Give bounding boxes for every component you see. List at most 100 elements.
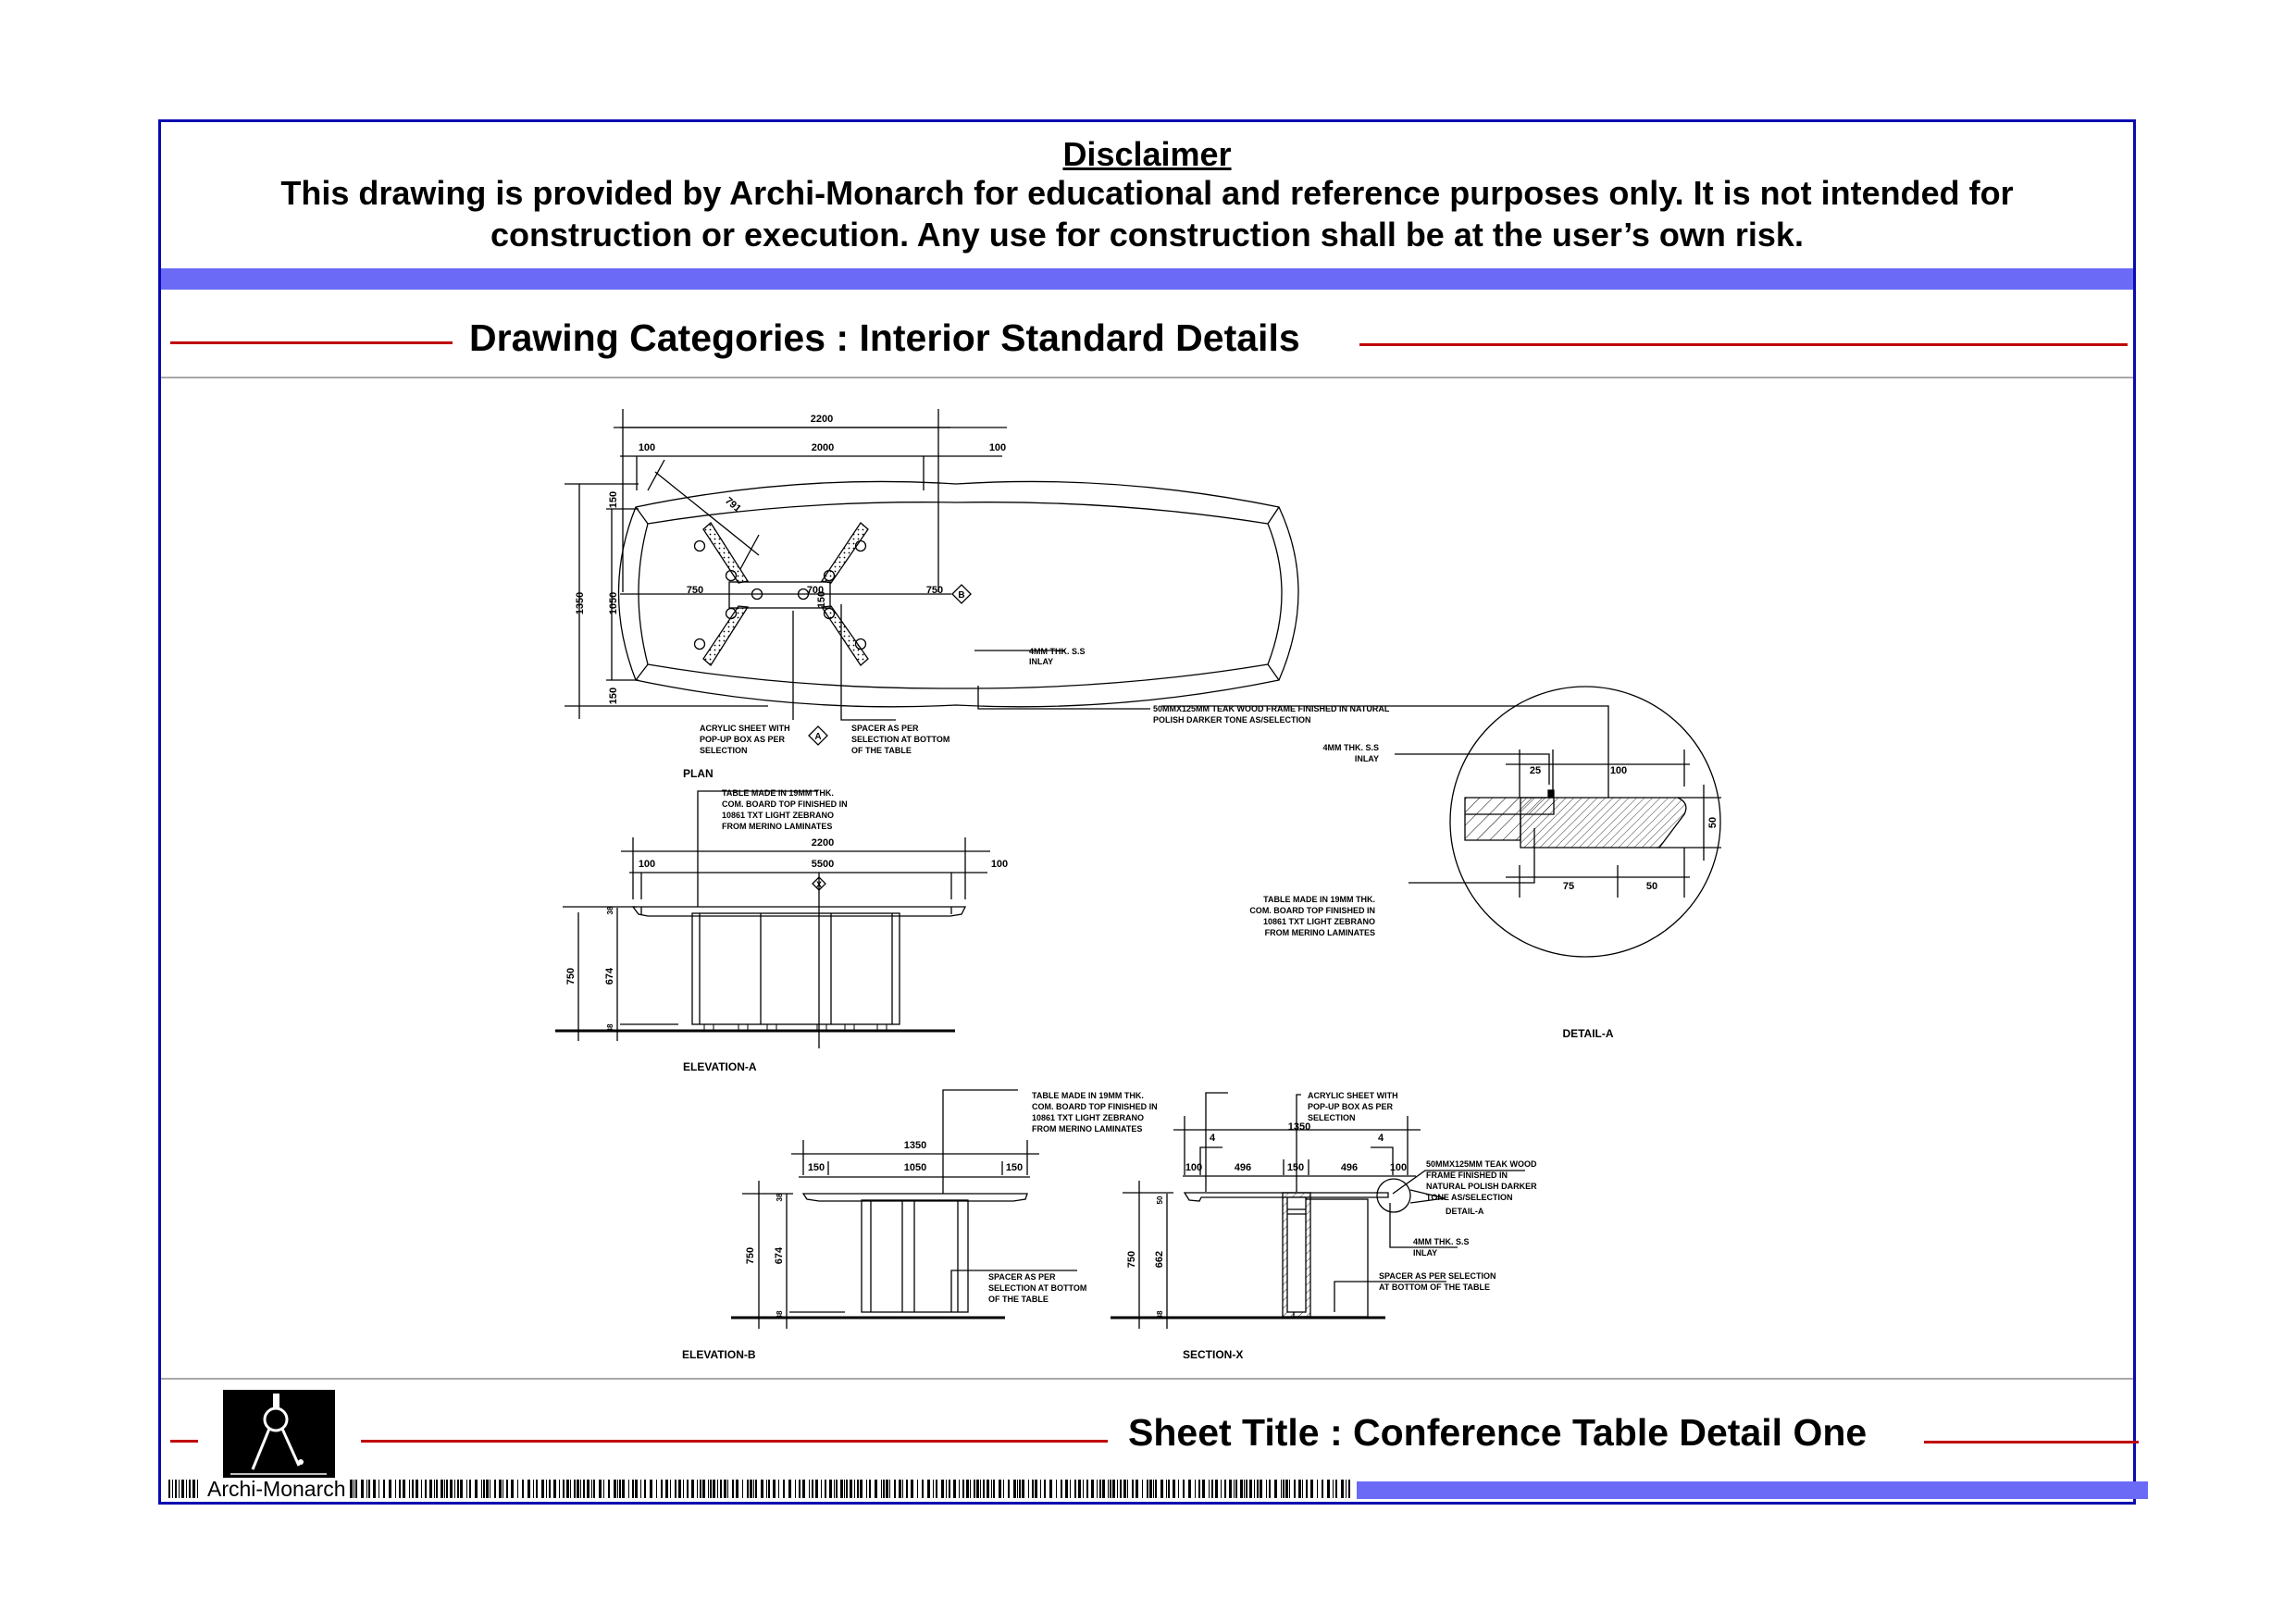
barcode-bar bbox=[1316, 1480, 1318, 1498]
sec-x-note-acrylic-1: ACRYLIC SHEET WITH bbox=[1308, 1091, 1398, 1100]
barcode-bar bbox=[552, 1480, 556, 1498]
barcode-bar bbox=[1210, 1480, 1213, 1498]
plan-note-spacer-3: OF THE TABLE bbox=[851, 746, 912, 755]
barcode-bar bbox=[910, 1480, 913, 1498]
barcode-bar bbox=[1332, 1480, 1334, 1498]
barcode-bar bbox=[411, 1480, 414, 1498]
barcode-bar bbox=[772, 1480, 776, 1498]
plan-dim-mid-width: 150 bbox=[816, 591, 827, 608]
plan-dim-span-left: 750 bbox=[687, 585, 703, 596]
barcode-bar bbox=[1167, 1480, 1170, 1498]
plan-dim-span-right: 750 bbox=[926, 585, 943, 596]
barcode-bar bbox=[969, 1480, 971, 1498]
barcode-bar bbox=[1135, 1480, 1138, 1498]
detail-a-dim-height: 50 bbox=[1707, 817, 1719, 828]
footer-band bbox=[1357, 1481, 2148, 1499]
barcode-bar bbox=[516, 1480, 518, 1498]
barcode-bar bbox=[505, 1480, 508, 1498]
barcode-bar bbox=[1297, 1480, 1301, 1498]
barcode-bar bbox=[1165, 1480, 1167, 1498]
detail-a-dim-50: 50 bbox=[1646, 881, 1657, 892]
barcode-bar bbox=[428, 1480, 432, 1498]
barcode-bar bbox=[905, 1480, 908, 1498]
barcode-bar bbox=[465, 1480, 467, 1498]
barcode-bar bbox=[1280, 1480, 1282, 1498]
barcode-bar bbox=[573, 1480, 576, 1498]
barcode-bar bbox=[590, 1480, 592, 1498]
barcode-bar bbox=[1049, 1480, 1052, 1498]
sec-x-dim-span-left: 496 bbox=[1235, 1162, 1251, 1173]
barcode-bar bbox=[1233, 1480, 1235, 1498]
barcode-bar bbox=[443, 1480, 445, 1498]
barcode-bar bbox=[485, 1480, 489, 1498]
barcode-bar bbox=[726, 1480, 728, 1498]
barcode-bar bbox=[746, 1480, 749, 1498]
barcode-bar bbox=[1177, 1480, 1179, 1498]
barcode-bar bbox=[749, 1480, 752, 1498]
barcode-bar bbox=[986, 1480, 989, 1498]
barcode-bar bbox=[480, 1480, 482, 1498]
sec-x-dim-span-right: 496 bbox=[1341, 1162, 1358, 1173]
sheet-title: Sheet Title : Conference Table Detail On… bbox=[1128, 1411, 1868, 1454]
barcode-bar bbox=[1002, 1480, 1004, 1498]
barcode-bar bbox=[916, 1480, 918, 1498]
barcode-bar bbox=[1064, 1480, 1068, 1498]
barcode-bar bbox=[888, 1480, 890, 1498]
barcode-bar bbox=[1201, 1480, 1205, 1498]
barcode-bar bbox=[835, 1480, 838, 1498]
drawing-sheet-frame: Disclaimer This drawing is provided by A… bbox=[158, 119, 2148, 1505]
barcode-bar bbox=[493, 1480, 496, 1498]
barcode-bar bbox=[621, 1480, 625, 1498]
barcode-bar bbox=[843, 1480, 845, 1498]
sec-x-dim-end-left: 4 bbox=[1210, 1133, 1216, 1144]
barcode-bar bbox=[602, 1480, 604, 1498]
sec-x-note-frame-1: 50MMX125MM TEAK WOOD bbox=[1426, 1159, 1537, 1169]
barcode-bar bbox=[979, 1480, 981, 1498]
plan-dim-overall-depth: 1350 bbox=[575, 592, 586, 614]
barcode-bar bbox=[1096, 1480, 1098, 1498]
disclaimer-text: This drawing is provided by Archi-Monarc… bbox=[280, 174, 2014, 254]
barcode-bar bbox=[1198, 1480, 1200, 1498]
barcode-bar bbox=[975, 1480, 979, 1498]
barcode-bar bbox=[973, 1480, 975, 1498]
barcode-bar bbox=[649, 1480, 652, 1498]
barcode-bar bbox=[1239, 1480, 1243, 1498]
plan-marker-b-label: B bbox=[958, 590, 964, 601]
elev-a-note-3: 10861 TXT LIGHT ZEBRANO bbox=[722, 811, 834, 820]
elev-b-note-table-2: COM. BOARD TOP FINISHED IN bbox=[1032, 1102, 1158, 1111]
barcode-bar bbox=[859, 1480, 863, 1498]
barcode-bar bbox=[474, 1480, 478, 1498]
sec-x-dim-mid: 150 bbox=[1287, 1162, 1304, 1173]
plan-dim-edge-bottom: 150 bbox=[608, 688, 619, 704]
plan-note-spacer-2: SELECTION AT BOTTOM bbox=[851, 735, 949, 744]
barcode-bar bbox=[945, 1480, 947, 1498]
sec-x-note-spacer-2: AT BOTTOM OF THE TABLE bbox=[1379, 1282, 1490, 1292]
elevation-b-view bbox=[731, 1089, 1077, 1329]
detail-a-note-inlay-2: INLAY bbox=[1355, 754, 1379, 763]
barcode-bar bbox=[1345, 1480, 1347, 1498]
elev-a-dim-base: 38 bbox=[606, 1023, 614, 1032]
barcode-bar bbox=[616, 1480, 618, 1498]
barcode-bar bbox=[1245, 1480, 1247, 1498]
category-row: Drawing Categories : Interior Standard D… bbox=[161, 316, 2133, 372]
header-divider bbox=[161, 377, 2133, 378]
barcode-bar bbox=[782, 1480, 785, 1498]
plan-label: PLAN bbox=[683, 767, 714, 780]
barcode-bar bbox=[456, 1480, 459, 1498]
elev-a-marker-label: X bbox=[816, 880, 822, 889]
barcode-bar bbox=[686, 1480, 689, 1498]
barcode-bar bbox=[1031, 1480, 1034, 1498]
barcode-bar bbox=[1259, 1480, 1262, 1498]
barcode-bar bbox=[1126, 1480, 1128, 1498]
barcode-bar bbox=[459, 1480, 463, 1498]
barcode-bar bbox=[1172, 1480, 1175, 1498]
barcode-bar bbox=[820, 1480, 822, 1498]
elev-b-dim-inner: 1050 bbox=[904, 1162, 926, 1173]
barcode-bar bbox=[716, 1480, 718, 1498]
barcode-bar bbox=[1285, 1480, 1288, 1498]
barcode-bar bbox=[958, 1480, 960, 1498]
barcode-bar bbox=[1034, 1480, 1037, 1498]
detail-a-note-table-1: TABLE MADE IN 19MM THK. bbox=[1263, 895, 1375, 904]
barcode-bar bbox=[1146, 1480, 1148, 1498]
